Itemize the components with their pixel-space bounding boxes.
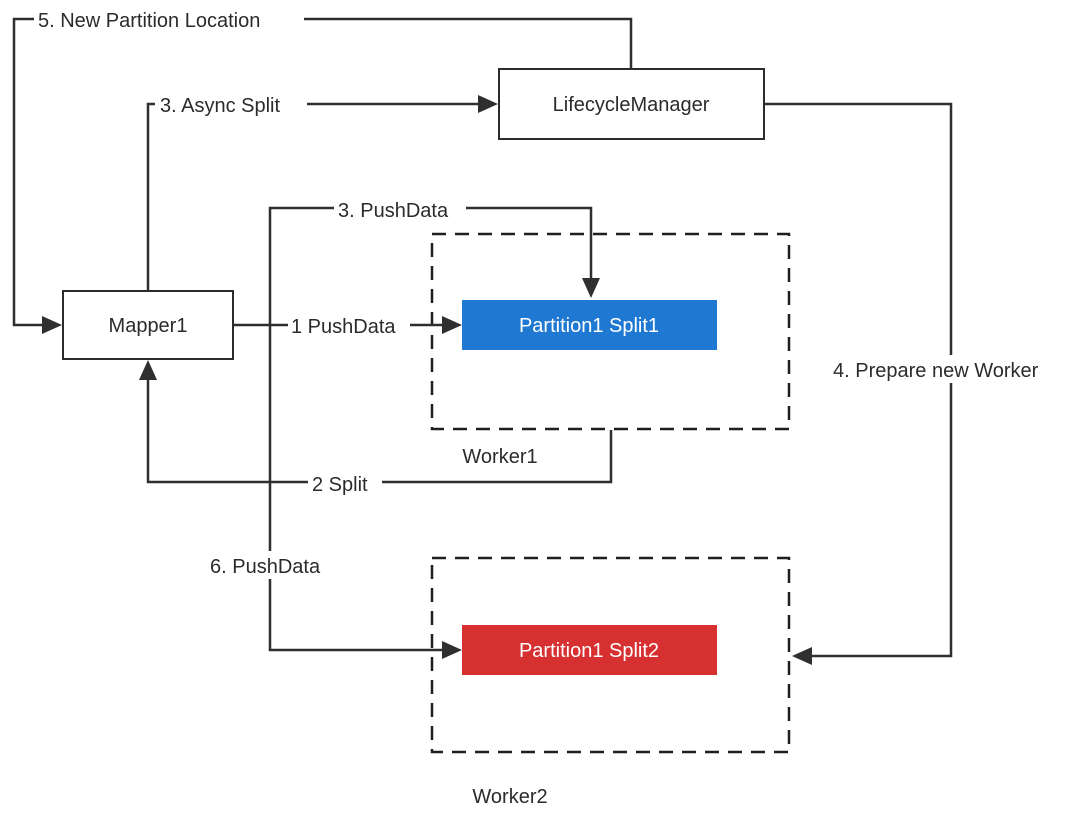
label-async-split: 3. Async Split	[160, 95, 281, 117]
mapper1-box	[62, 290, 234, 360]
partition1-split2-label: Partition1 Split2	[519, 640, 659, 662]
lifecycle-manager-label: LifecycleManager	[553, 94, 710, 116]
label-mask	[155, 91, 307, 117]
worker1-label: Worker1	[462, 446, 537, 468]
arrow-push-data-6	[442, 641, 462, 659]
worker2-label: Worker2	[472, 786, 547, 808]
edge-push-data-6	[268, 325, 446, 652]
label-mask	[308, 470, 382, 496]
arrow-split-2	[139, 360, 157, 380]
edge-new-partition-location	[12, 17, 633, 327]
partition1-split1-box	[462, 300, 717, 350]
label-split-2: 2 Split	[312, 474, 368, 496]
label-new-partition-location: 5. New Partition Location	[38, 10, 260, 32]
arrow-async-split	[478, 95, 498, 113]
edge-async-split	[146, 102, 482, 290]
label-mask	[207, 551, 337, 579]
label-mask	[34, 6, 304, 32]
arrow-push-data-3	[582, 278, 600, 298]
arrow-push-data-1	[442, 316, 462, 334]
mapper1-label: Mapper1	[109, 315, 188, 337]
lifecycle-manager-box	[498, 68, 765, 140]
label-push-data-3: 3. PushData	[338, 200, 449, 222]
label-mask	[334, 196, 466, 222]
label-push-data-6: 6. PushData	[210, 556, 321, 578]
label-mask	[288, 312, 410, 338]
arrow-new-partition-location	[42, 316, 62, 334]
label-prepare-new-worker: 4. Prepare new Worker	[833, 360, 1039, 382]
partition1-split1-label: Partition1 Split1	[519, 315, 659, 337]
arrow-prepare-new-worker	[792, 647, 812, 665]
label-push-data-1: 1 PushData	[291, 316, 396, 338]
label-mask	[828, 355, 1074, 383]
edge-split-2	[146, 376, 613, 484]
partition1-split2-box	[462, 625, 717, 675]
